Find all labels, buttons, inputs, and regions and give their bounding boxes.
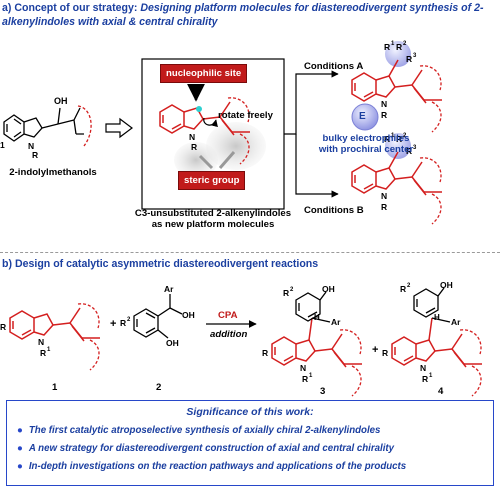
svg-text:R: R (283, 288, 289, 298)
svg-text:2: 2 (127, 317, 131, 323)
product-a-structure (351, 69, 442, 104)
svg-text:H: H (314, 313, 320, 322)
svg-text:R: R (384, 134, 390, 144)
compound-2-label: 2 (156, 382, 162, 393)
plus-sign-2: + (372, 344, 379, 356)
svg-text:R: R (422, 374, 428, 384)
svg-text:N: N (420, 363, 426, 373)
svg-text:N: N (300, 363, 306, 373)
svg-text:3: 3 (413, 53, 417, 59)
svg-text:1: 1 (309, 373, 313, 379)
catalyst-label: CPA (218, 310, 238, 321)
indolylmethanol-structure (3, 107, 84, 142)
svg-text:R: R (40, 348, 46, 358)
svg-text:N: N (38, 337, 44, 347)
compound-2-structure (133, 294, 183, 339)
svg-text:R: R (32, 150, 38, 160)
svg-text:2: 2 (403, 133, 407, 139)
product-b-structure (351, 161, 442, 196)
svg-text:R: R (302, 374, 308, 384)
svg-text:2: 2 (290, 287, 294, 293)
svg-text:OH: OH (166, 338, 179, 348)
open-arrow (105, 117, 133, 139)
svg-text:N: N (381, 99, 387, 109)
section-divider (0, 252, 500, 253)
svg-text:R: R (406, 146, 412, 156)
compound-4-structure (391, 317, 482, 368)
svg-text:1: 1 (47, 347, 51, 353)
svg-text:1: 1 (391, 41, 395, 47)
compound-4-label: 4 (438, 386, 444, 397)
reaction-type-label: addition (210, 329, 248, 340)
significance-item: A new strategy for diastereodivergent co… (17, 443, 394, 454)
oh-label-a: OH (54, 96, 68, 106)
compound-1-label: 1 (52, 382, 58, 393)
svg-text:R: R (0, 322, 6, 332)
svg-text:OH: OH (182, 310, 195, 320)
svg-text:R: R (406, 54, 412, 64)
svg-text:1: 1 (429, 373, 433, 379)
svg-text:N: N (381, 191, 387, 201)
plus-sign-1: + (110, 318, 117, 330)
svg-text:1: 1 (0, 140, 5, 150)
svg-text:R: R (262, 348, 268, 358)
section-a-title-prefix: a) Concept of our strategy: (2, 2, 141, 14)
svg-text:N: N (28, 141, 34, 151)
platform-caption-line-1: C3-unsubstituted 2-alkenylindoles (134, 208, 292, 219)
electrophile-caption: bulky electrophiles with prochiral cente… (304, 133, 428, 155)
compound-1-structure (9, 307, 100, 342)
svg-text:R: R (396, 42, 402, 52)
significance-box: Significance of this work: The first cat… (6, 400, 494, 486)
svg-text:R: R (191, 142, 197, 152)
conditions-b-label: Conditions B (304, 205, 364, 216)
section-b-title: b) Design of catalytic asymmetric diaste… (2, 258, 319, 270)
svg-text:1: 1 (391, 133, 395, 139)
electrophile-caption-line-2: with prochiral center (318, 144, 414, 155)
svg-text:2: 2 (403, 41, 407, 47)
steric-group-label: steric group (178, 171, 246, 190)
compound-3-label: 3 (320, 386, 326, 397)
platform-caption-line-2: as new platform molecules (151, 219, 275, 230)
svg-text:2: 2 (407, 283, 411, 289)
svg-text:3: 3 (413, 145, 417, 151)
section-a-title-emphasis: Designing platform molecules for diaster… (2, 2, 484, 28)
svg-text:Ar: Ar (164, 284, 174, 294)
svg-text:R: R (381, 202, 387, 212)
electrophile-caption-line-1: bulky electrophiles (322, 133, 410, 144)
alkenylindole-structure (159, 101, 250, 136)
svg-text:R: R (396, 134, 402, 144)
svg-text:OH: OH (322, 284, 335, 294)
svg-text:R: R (384, 42, 390, 52)
significance-item: The first catalytic atroposelective synt… (17, 425, 381, 436)
rotate-freely-label: rotate freely (218, 110, 273, 121)
conditions-a-label: Conditions A (304, 61, 364, 72)
compound-3-structure (271, 317, 362, 368)
section-a-title: a) Concept of our strategy: Designing pl… (2, 1, 498, 29)
significance-item: In-depth investigations on the reaction … (17, 461, 406, 472)
svg-text:Ar: Ar (331, 317, 341, 327)
svg-text:Ar: Ar (451, 317, 461, 327)
svg-text:H: H (434, 313, 440, 322)
nucleophilic-site-label: nucleophilic site (160, 64, 248, 83)
svg-text:R: R (381, 110, 387, 120)
electrophile-symbol: E (359, 111, 366, 122)
indolylmethanol-label: 2-indolylmethanols (9, 167, 97, 178)
svg-text:R: R (382, 348, 388, 358)
svg-text:R: R (120, 318, 126, 328)
significance-title: Significance of this work: (186, 406, 314, 418)
svg-text:N: N (189, 132, 195, 142)
svg-text:R: R (400, 284, 406, 294)
svg-text:OH: OH (440, 280, 453, 290)
platform-caption: C3-unsubstituted 2-alkenylindoles as new… (124, 208, 302, 230)
